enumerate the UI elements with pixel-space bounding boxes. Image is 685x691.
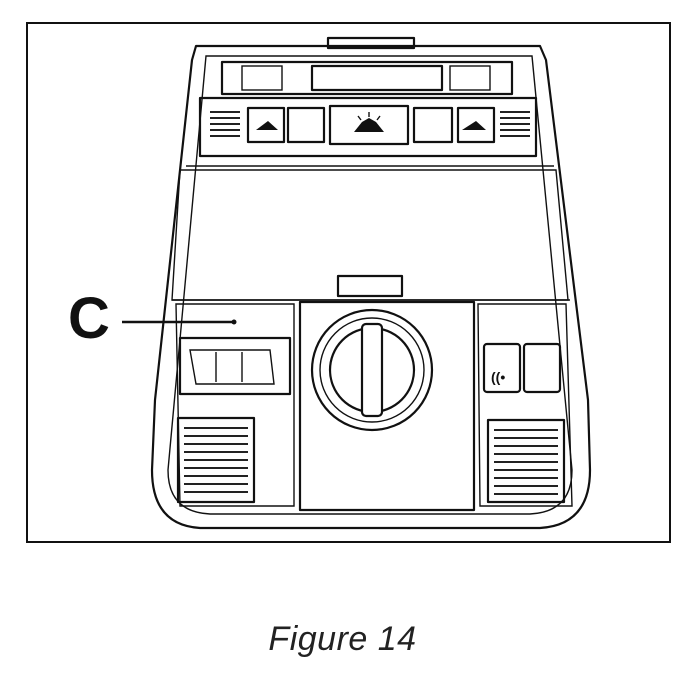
lid-tab — [336, 274, 404, 298]
rear-view-pocket — [178, 336, 292, 396]
sunroof-dial[interactable] — [310, 308, 434, 432]
callout-label-c: C — [68, 286, 110, 351]
vent-grille-right — [500, 111, 530, 137]
alarm-sensor-icon: ((• — [491, 369, 505, 385]
vent-grille-left — [210, 111, 240, 137]
reading-light-left-button[interactable] — [246, 106, 286, 144]
moon-icon — [300, 116, 312, 137]
reading-light-right-button[interactable] — [456, 106, 496, 144]
upper-clip-left — [241, 65, 283, 91]
callout-target-dot — [231, 319, 237, 325]
pocket-detail — [189, 349, 275, 385]
console-housing — [150, 44, 592, 530]
right-module — [477, 303, 573, 507]
upper-clip-right — [449, 65, 491, 91]
blank-right-button[interactable] — [522, 342, 562, 394]
button-strip — [198, 96, 538, 158]
reading-light-left-icon — [256, 121, 278, 130]
speaker-grille-left — [176, 416, 256, 504]
upper-window — [220, 60, 514, 96]
sunglasses-lid — [171, 169, 569, 301]
blank-button[interactable] — [412, 106, 454, 144]
dial-module — [298, 300, 476, 512]
top-clip — [326, 36, 416, 50]
figure-caption: Figure 14 — [268, 620, 417, 658]
speaker-grille-right — [486, 418, 566, 504]
dome-light-icon — [354, 118, 384, 132]
display-slot — [310, 64, 444, 92]
alarm-button[interactable]: ((• — [482, 342, 522, 394]
reading-light-right-icon — [462, 121, 486, 130]
door-contact-button[interactable] — [286, 106, 326, 144]
dome-light-button[interactable] — [328, 104, 410, 146]
